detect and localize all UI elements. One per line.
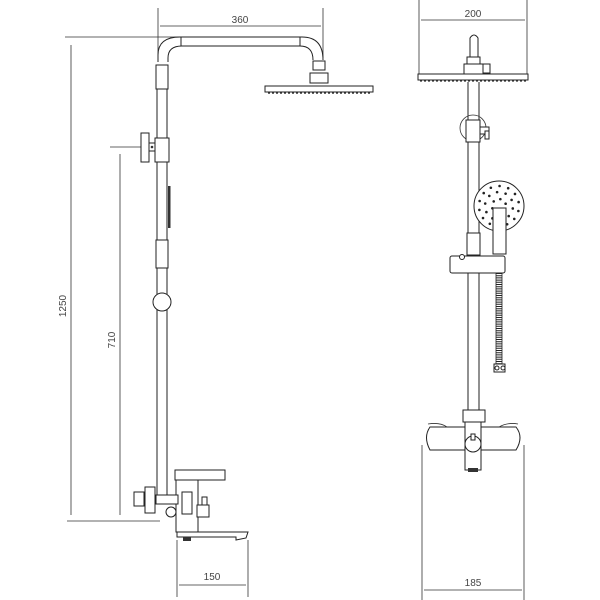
- spray-nozzle-dot: [488, 222, 492, 226]
- spray-nozzle-dot: [513, 192, 517, 196]
- dimension-mixer-width: 185: [421, 445, 525, 600]
- spray-nozzle-dot: [487, 194, 491, 198]
- spray-nozzle-dot: [507, 214, 511, 218]
- spray-nozzle-dot: [517, 209, 520, 213]
- spray-nozzle-dot: [485, 210, 488, 214]
- overhead-shower-head: [264, 60, 374, 94]
- dimension-label-185: 185: [465, 578, 482, 589]
- front-view: 200: [417, 0, 529, 600]
- spray-nozzle-dot: [511, 207, 515, 210]
- spray-nozzle-dot: [481, 216, 485, 220]
- side-view: 360 1250 710: [58, 8, 374, 597]
- spray-nozzle-dot: [498, 184, 501, 188]
- spray-nozzle-dot: [478, 208, 481, 212]
- spray-nozzle-dot: [492, 200, 496, 203]
- riser-pipe: [140, 64, 170, 500]
- spray-nozzle-dot: [504, 192, 507, 195]
- spray-nozzle-dot: [517, 200, 520, 204]
- spray-nozzle-dot: [505, 222, 509, 226]
- spray-nozzle-dot: [489, 186, 493, 190]
- spray-nozzle-dot: [478, 199, 481, 203]
- dimension-head-diameter: 200: [418, 0, 528, 78]
- bath-mixer-front: [426, 409, 521, 472]
- dimension-label-710: 710: [107, 331, 118, 348]
- bath-mixer-side: [133, 469, 249, 541]
- spray-nozzle-dot: [499, 197, 502, 201]
- spray-nozzle-dot: [512, 217, 516, 221]
- spray-nozzle-dot: [483, 202, 487, 205]
- dimension-label-150: 150: [204, 572, 221, 583]
- dimension-label-200: 200: [465, 9, 482, 20]
- overhead-shower-head-front: [417, 34, 529, 82]
- dimension-arm-reach: 360: [157, 8, 324, 62]
- dimension-holder-height: 710: [107, 146, 150, 515]
- hand-shower-front: [449, 180, 525, 373]
- dimension-label-1250: 1250: [58, 294, 69, 317]
- spray-nozzle-dot: [504, 202, 507, 206]
- dimension-total-height: 1250: [58, 36, 180, 522]
- spray-nozzle-dot: [482, 191, 486, 195]
- riser-pipe-front: [459, 82, 490, 410]
- dimension-label-360: 360: [232, 15, 249, 26]
- hand-shower-side: [152, 186, 172, 312]
- spray-nozzle-dot: [495, 190, 499, 194]
- overhead-arm: [157, 36, 324, 62]
- spray-nozzle-dot: [506, 186, 510, 190]
- spray-nozzle-dot: [510, 198, 513, 202]
- dimension-spout-length: 150: [176, 540, 249, 597]
